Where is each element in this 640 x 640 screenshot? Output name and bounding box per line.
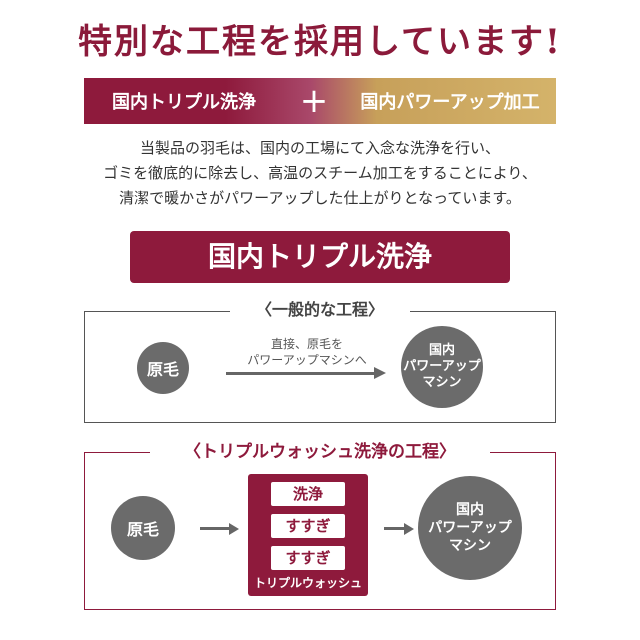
general-process-label: 〈一般的な工程〉 <box>230 297 410 323</box>
raw-down-circle: 原毛 <box>137 342 189 394</box>
machine-label-line: 国内 <box>455 502 484 518</box>
step-rinse: すすぎ <box>271 546 345 570</box>
description-line: ゴミを徹底的に除去し、高温のスチーム加工をすることにより、 <box>103 164 537 182</box>
triple-wash-process-label: 〈トリプルウォッシュ洗浄の工程〉 <box>150 439 490 465</box>
power-up-machine-circle: 国内 パワーアップ マシン <box>401 326 483 408</box>
banner-right-label: 国内パワーアップ加工 <box>360 92 540 113</box>
raw-down-circle: 原毛 <box>111 496 175 560</box>
machine-label-line: マシン <box>422 375 462 390</box>
arrow-right-icon <box>200 527 230 530</box>
section-title: 国内トリプル洗浄 <box>130 231 510 283</box>
banner-left-label: 国内トリプル洗浄 <box>112 92 256 113</box>
machine-label-line: 国内 <box>428 343 455 358</box>
feature-banner: 国内トリプル洗浄 + 国内パワーアップ加工 <box>84 78 556 124</box>
description: 当製品の羽毛は、国内の工場にて入念な洗浄を行い、 ゴミを徹底的に除去し、高温のス… <box>0 136 640 211</box>
arrow-right-icon <box>384 527 406 530</box>
machine-label-line: マシン <box>448 538 491 554</box>
triple-wash-steps: 洗浄 すすぎ すすぎ トリプルウォッシュ <box>248 474 368 596</box>
headline: 特別な工程を採用しています! <box>78 22 562 62</box>
triple-wash-caption: トリプルウォッシュ <box>253 576 362 590</box>
arrow-right-icon <box>226 372 376 375</box>
machine-label-line: パワーアップ <box>428 520 512 536</box>
raw-down-label: 原毛 <box>126 520 159 539</box>
step-rinse: すすぎ <box>271 514 345 538</box>
arrow-head-icon <box>374 367 386 379</box>
general-arrow-text: 直接、原毛を パワーアップマシンへ <box>224 336 390 368</box>
description-line: 清潔で暖かさがパワーアップした仕上がりとなっています。 <box>119 189 521 207</box>
arrow-text-line: パワーアップマシンへ <box>247 353 367 367</box>
step-wash: 洗浄 <box>271 482 345 506</box>
arrow-text-line: 直接、原毛を <box>270 337 343 351</box>
machine-label-line: パワーアップ <box>403 359 481 374</box>
arrow-head-icon <box>229 522 239 535</box>
power-up-machine-circle: 国内 パワーアップ マシン <box>418 476 522 580</box>
description-line: 当製品の羽毛は、国内の工場にて入念な洗浄を行い、 <box>139 139 500 157</box>
raw-down-label: 原毛 <box>146 360 179 379</box>
arrow-head-icon <box>404 522 414 535</box>
plus-icon: + <box>299 81 329 121</box>
